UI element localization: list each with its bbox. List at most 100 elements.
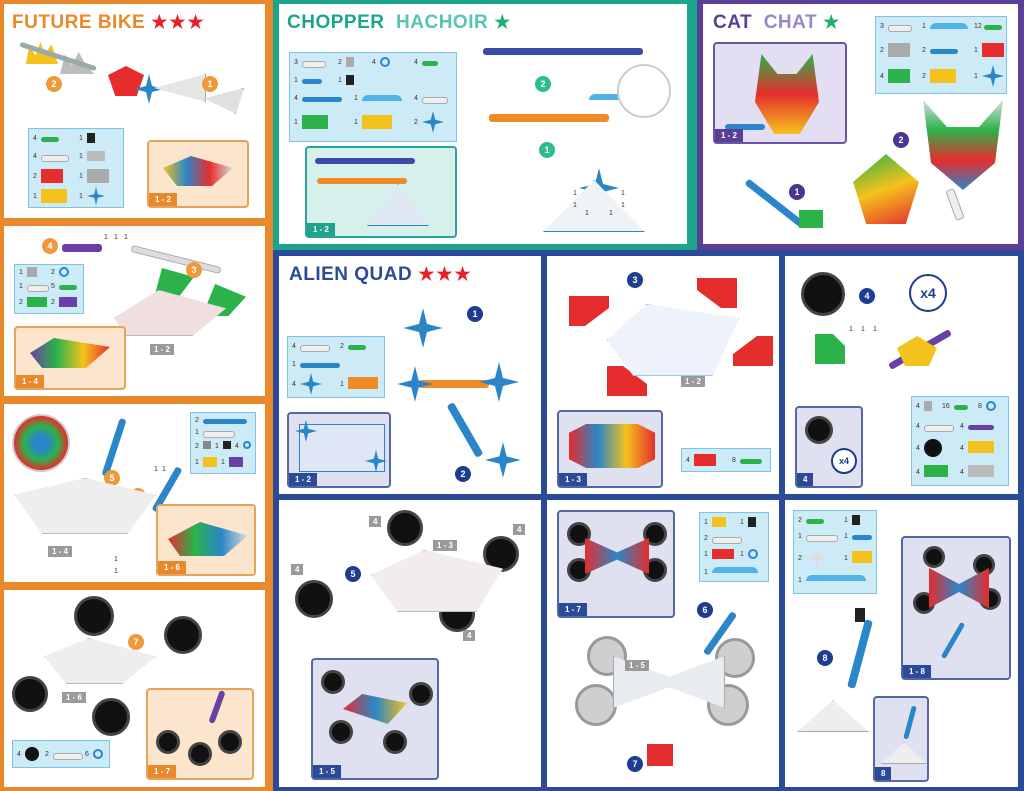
white-base bbox=[797, 700, 869, 732]
blue-ring-icon bbox=[380, 57, 390, 67]
orange-piece-icon bbox=[348, 377, 378, 389]
green-rod-icon bbox=[422, 61, 438, 66]
wheel-icon bbox=[25, 747, 39, 761]
step-3-badge: 3 bbox=[186, 262, 202, 278]
alien-step-7-badge: 7 bbox=[627, 756, 643, 772]
red-piece-icon bbox=[694, 454, 716, 466]
snapshot-rod bbox=[208, 689, 226, 725]
cat-snapshot-1-2: 1 - 2 bbox=[713, 42, 847, 144]
alien-quad-panel-1: ALIEN QUAD★★★ 4 2 1 4 1 1 - 2 1 2 bbox=[279, 256, 541, 494]
difficulty-stars: ★★★ bbox=[418, 264, 473, 284]
blue-rod-icon bbox=[852, 535, 872, 540]
blue-star-connector bbox=[397, 366, 433, 402]
zoom-circle bbox=[12, 414, 70, 472]
snapshot-body bbox=[929, 568, 989, 608]
grey-cap-icon bbox=[27, 267, 37, 277]
chopper-title: CHOPPER HACHOIR★ bbox=[287, 12, 511, 33]
red-corner-piece bbox=[733, 336, 773, 366]
white-rod bbox=[130, 244, 222, 275]
blue-star-icon bbox=[982, 65, 1004, 87]
yellow-piece-icon bbox=[203, 457, 217, 467]
future-bike-panel-1: FUTURE BIKE★★★ 1 2 4 1 4 1 2 1 1 1 1 - 2 bbox=[4, 4, 265, 218]
step-2-badge: 2 bbox=[46, 76, 62, 92]
black-wheel bbox=[801, 272, 845, 316]
red-piece-icon bbox=[712, 549, 734, 559]
difficulty-star: ★ bbox=[494, 12, 511, 32]
cat-parts-list: 3 1 12 2 2 1 4 2 1 bbox=[875, 16, 1007, 94]
chopper-snapshot-1-2: 1 - 2 bbox=[305, 146, 457, 238]
step-7-badge: 7 bbox=[128, 634, 144, 650]
parts-list-4: 4 2 6 bbox=[12, 740, 110, 768]
alien-parts-list-6: 1 1 2 1 1 1 bbox=[699, 512, 769, 582]
purple-piece-icon bbox=[229, 457, 243, 467]
alien-step-1-badge: 1 bbox=[467, 306, 483, 322]
black-wheel bbox=[295, 580, 333, 618]
black-cap bbox=[855, 608, 865, 622]
alien-step-4-badge: 4 bbox=[859, 288, 875, 304]
grey-piece-icon bbox=[888, 43, 910, 57]
yellow-piece-icon bbox=[41, 189, 67, 203]
orange-rod bbox=[489, 114, 609, 122]
snapshot-wheel bbox=[218, 730, 242, 754]
cat-panel: CAT CHAT★ 1 - 2 3 1 12 2 2 1 4 2 1 1 2 bbox=[703, 4, 1018, 244]
yellow-piece-icon bbox=[362, 115, 392, 129]
grey-label-4: 4 bbox=[369, 516, 382, 527]
chopper-parts-list: 3 2 4 4 1 1 4 1 4 1 1 2 bbox=[289, 52, 457, 142]
curved-blue-rod-icon bbox=[930, 23, 968, 29]
green-rod-icon bbox=[41, 137, 59, 142]
grey-cap-icon bbox=[346, 57, 354, 67]
snapshot-1-6: 1 - 6 bbox=[156, 504, 256, 576]
grey-cap-icon bbox=[203, 441, 211, 449]
alien-quad-panel-3: 3 1 - 2 1 - 3 4 8 bbox=[547, 256, 779, 494]
grey-wheel bbox=[707, 684, 749, 726]
white-frame bbox=[14, 478, 156, 534]
grey-label-1-2: 1 - 2 bbox=[150, 344, 175, 355]
parts-list: 4 1 4 1 2 1 1 1 bbox=[28, 128, 124, 208]
yellow-piece-icon bbox=[712, 517, 726, 527]
snapshot-wheel bbox=[567, 522, 591, 546]
snapshot-model bbox=[168, 522, 248, 556]
green-rod-icon bbox=[984, 25, 1002, 30]
white-rod-icon bbox=[41, 155, 69, 162]
alien-parts-list-1: 4 2 1 4 1 bbox=[287, 336, 385, 398]
snapshot-wheel bbox=[321, 670, 345, 694]
black-wheel bbox=[164, 616, 202, 654]
snapshot-wheel bbox=[188, 742, 212, 766]
grey-label-1-2: 1 - 2 bbox=[681, 376, 706, 387]
silver-piece-icon bbox=[968, 465, 994, 477]
snapshot-base bbox=[881, 742, 927, 764]
green-rod-icon bbox=[740, 459, 762, 464]
yellow-piece-icon bbox=[968, 441, 994, 453]
white-frame-piece bbox=[154, 74, 206, 102]
pink-frame bbox=[114, 290, 226, 336]
alien-quad-panel-6-7: 1 - 7 1 1 2 1 1 1 6 1 - 5 7 bbox=[547, 500, 779, 787]
purple-piece-icon bbox=[59, 297, 77, 307]
black-wheel bbox=[387, 510, 423, 546]
alien-step-2-badge: 2 bbox=[455, 466, 471, 482]
alien-snapshot-1-2: 1 - 2 bbox=[287, 412, 391, 488]
orange-rod bbox=[419, 380, 489, 388]
snapshot-stand bbox=[903, 705, 917, 740]
green-connector bbox=[799, 210, 823, 228]
blue-rod-icon bbox=[203, 419, 247, 424]
cat-step-2-badge: 2 bbox=[893, 132, 909, 148]
snapshot-cat bbox=[755, 54, 819, 134]
green-rod-icon bbox=[348, 345, 366, 350]
white-rod-icon bbox=[924, 425, 954, 432]
black-wheel bbox=[74, 596, 114, 636]
blue-star-connector bbox=[479, 362, 519, 402]
snapshot-wheel bbox=[805, 416, 833, 444]
green-piece-icon bbox=[27, 297, 47, 307]
grey-label-1-4: 1 - 4 bbox=[48, 546, 73, 557]
white-rod-icon bbox=[27, 285, 49, 292]
wheel-icon bbox=[924, 439, 942, 457]
curved-blue-rod-icon bbox=[806, 575, 866, 581]
alien-parts-list-3: 4 8 bbox=[681, 448, 771, 472]
step-4-badge: 4 bbox=[42, 238, 58, 254]
chopper-panel: CHOPPER HACHOIR★ 3 2 4 4 1 1 4 1 4 1 1 2… bbox=[279, 4, 687, 244]
alien-quad-panel-5: 4 4 4 4 1 - 3 5 1 - 5 bbox=[279, 500, 541, 787]
snapshot-1-7: 1 - 7 bbox=[146, 688, 254, 780]
alien-step-3-badge: 3 bbox=[627, 272, 643, 288]
green-connector bbox=[815, 334, 845, 364]
snapshot-1-4: 1 - 4 bbox=[14, 326, 126, 390]
